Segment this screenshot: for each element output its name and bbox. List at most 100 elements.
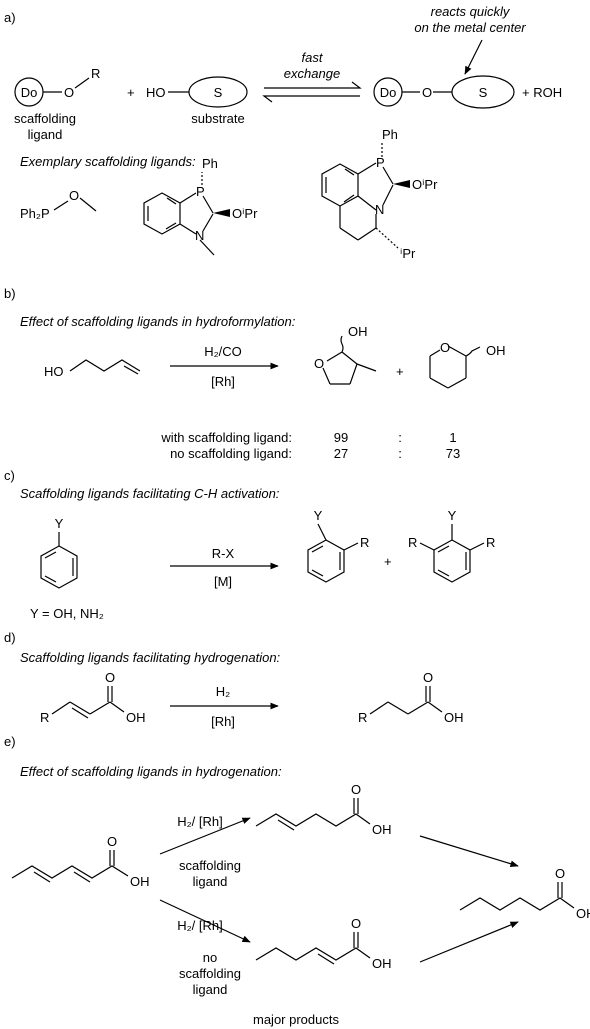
row1-label: with scaffolding ligand: (160, 430, 292, 445)
e-upper-cond-2: ligand (193, 874, 228, 889)
exemplary-ligands-title: Exemplary scaffolding ligands: (20, 154, 196, 169)
e-lower-oh: OH (372, 956, 392, 971)
e-upper-product (255, 798, 371, 831)
c-plus: + (384, 554, 392, 569)
e-start-o: O (107, 834, 117, 849)
row2-sep: : (398, 446, 402, 461)
product-s-label: S (479, 85, 488, 100)
bond-o-r (74, 77, 90, 89)
c-y-label: Y (55, 516, 64, 531)
roh-label: + ROH (522, 85, 562, 100)
e-lower-arrow (159, 899, 251, 943)
substrate-s-label: S (214, 85, 223, 100)
exchange-label: exchange (284, 66, 340, 81)
ligand2-ph: Ph (202, 156, 218, 171)
ligand3-oipr: OⁱPr (412, 177, 438, 192)
row1-v1: 99 (334, 430, 348, 445)
section-c-title: Scaffolding ligands facilitating C-H act… (20, 486, 280, 501)
c-y-definition: Y = OH, NH₂ (30, 606, 104, 621)
d-start-oh: OH (126, 710, 146, 725)
b-plus: + (396, 364, 404, 379)
section-b-title: Effect of scaffolding ligands in hydrofo… (20, 314, 296, 329)
c-p2-y: Y (448, 508, 457, 523)
substrate-ellipse (188, 76, 248, 108)
fast-label: fast (302, 50, 324, 65)
ligand2-oipr: OⁱPr (232, 206, 258, 221)
row2-v2: 73 (446, 446, 460, 461)
note-arrow (464, 39, 483, 75)
lactol6-o: O (440, 340, 450, 355)
e-upper-o: O (351, 782, 361, 797)
section-e-title: Effect of scaffolding ligands in hydroge… (20, 764, 282, 779)
e-final-oh: OH (576, 906, 590, 921)
c-p1-y: Y (314, 508, 323, 523)
ligand1-oxygen: O (69, 188, 79, 203)
substrate-caption: substrate (191, 111, 244, 126)
d-catalyst: [Rh] (211, 714, 235, 729)
d-product-oh: OH (444, 710, 464, 725)
note-line-1: reacts quickly (431, 4, 511, 19)
row2-label: no scaffolding ligand: (170, 446, 292, 461)
section-b-label: b) (4, 286, 16, 301)
section-a-label: a) (4, 10, 16, 25)
scaffolding-label-1: scaffolding (14, 111, 76, 126)
oxygen-label: O (64, 85, 74, 100)
section-c-label: c) (4, 468, 15, 483)
e-final-o: O (555, 866, 565, 881)
e-upper-reagent: H₂/ [Rh] (177, 814, 223, 829)
e-hexanoic-acid (459, 882, 575, 911)
c-p2-r-right: R (486, 535, 495, 550)
plus-sign: + (127, 85, 135, 100)
product-substrate-ellipse (451, 75, 515, 109)
c-benzene-start (40, 532, 78, 589)
d-r-product: R (358, 710, 367, 725)
hydroxyl-label: HO (146, 85, 166, 100)
e-start-oh: OH (130, 874, 150, 889)
e-lower-to-final-arrow (419, 921, 519, 963)
ligand1-bond-o-me (79, 197, 97, 212)
e-lower-reagent: H₂/ [Rh] (177, 918, 223, 933)
b-catalyst: [Rh] (211, 374, 235, 389)
row1-sep: : (398, 430, 402, 445)
lactol5-oh: OH (348, 324, 368, 339)
section-d-title: Scaffolding ligands facilitating hydroge… (20, 650, 281, 665)
e-lower-cond-3: ligand (193, 982, 228, 997)
note-line-2: on the metal center (414, 20, 526, 35)
e-sorbic-acid (11, 850, 129, 883)
product-donor-label: Do (380, 85, 397, 100)
e-lower-o: O (351, 916, 361, 931)
d-start-o: O (105, 670, 115, 685)
ligand3-ph: Ph (382, 127, 398, 142)
row2-v1: 27 (334, 446, 348, 461)
section-d-label: d) (4, 630, 16, 645)
donor-label: Do (21, 85, 38, 100)
ligand3-p: P (376, 155, 385, 170)
d-acrylic-acid (51, 686, 125, 719)
lactol5-o: O (314, 356, 324, 371)
d-propanoic-acid (369, 686, 443, 715)
r-group-label: R (91, 66, 100, 81)
e-upper-oh: OH (372, 822, 392, 837)
e-lower-cond-1: no (203, 950, 217, 965)
ligand2-structure (143, 172, 230, 256)
c-reagent: R-X (212, 546, 235, 561)
b-reagent: H₂/CO (204, 344, 242, 359)
ligand3-structure (321, 143, 410, 249)
equilibrium-reverse (262, 95, 360, 103)
lactol6-oh: OH (486, 343, 506, 358)
ligand2-p: P (196, 184, 205, 199)
scaffolding-label-2: ligand (28, 127, 63, 142)
c-product-diortho (419, 524, 485, 583)
e-upper-cond-1: scaffolding (179, 858, 241, 873)
d-reagent: H₂ (216, 684, 230, 699)
c-p1-r: R (360, 535, 369, 550)
b-ho-label: HO (44, 364, 64, 379)
e-upper-arrow (159, 817, 251, 855)
product-oxygen-label: O (422, 85, 432, 100)
e-lower-product (255, 932, 371, 965)
d-r-start: R (40, 710, 49, 725)
major-products-label: major products (253, 1012, 339, 1027)
row1-v2: 1 (449, 430, 456, 445)
c-p2-r-left: R (408, 535, 417, 550)
c-catalyst: [M] (214, 574, 232, 589)
